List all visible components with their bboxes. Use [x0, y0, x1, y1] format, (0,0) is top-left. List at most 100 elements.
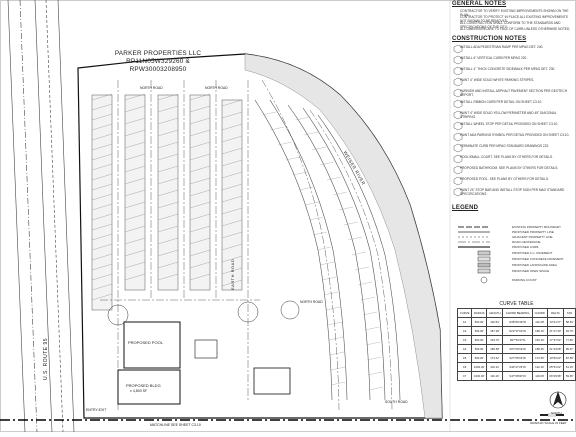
- construction-note: INSTALL ADA PEDESTRIAN RAMP PER MPAG DET…: [460, 45, 544, 49]
- curve-cell: 116.54': [486, 317, 504, 327]
- curve-cell: C3: [456, 335, 473, 345]
- river-landscape-area: [244, 53, 443, 419]
- curve-cell: 06°49'38": [546, 371, 565, 381]
- construction-note: FURNISH AND INSTALL ASPHALT PAVEMENT SEC…: [460, 89, 568, 97]
- road-tag: NORTH ROAD: [205, 86, 228, 90]
- highway-corridor: [7, 0, 75, 433]
- curve-cell: C5: [456, 353, 473, 363]
- curve-cell: 186.19': [531, 326, 548, 336]
- road-tag: NORTH ROAD: [300, 300, 323, 304]
- general-note: CONTRACTOR TO VERIFY EXISTING IMPROVEMEN…: [460, 9, 569, 17]
- road-centerlines: [100, 79, 393, 411]
- earth-road-label: EARTH ROAD: [230, 258, 235, 290]
- legend-item: PROPOSED A.C. PAVEMENT: [512, 251, 553, 255]
- curve-cell: 500.00': [471, 344, 488, 354]
- curve-cell: 500.00': [471, 335, 488, 345]
- highway-label: U.S. ROUTE 95: [43, 337, 49, 380]
- north-label: NORTH: [551, 411, 562, 415]
- curve-cell: 119.09': [531, 371, 548, 381]
- bathroom-building: [194, 339, 218, 359]
- curve-cell: 77.50': [563, 335, 576, 345]
- curve-header-cell: TAN: [563, 308, 576, 318]
- curve-cell: 500.00': [471, 326, 488, 336]
- curve-table-header-row: CURVE RADIUS LENGTH CHORD BEARING CHORD …: [456, 308, 576, 318]
- road-tag: SOUTH ROAD: [385, 400, 408, 404]
- parking-area: [91, 94, 243, 311]
- curve-cell: 153.79': [486, 335, 504, 345]
- construction-note: INSTALL WHEEL STOP PER DETAIL PROVIDED O…: [460, 122, 559, 126]
- curve-table-title: CURVE TABLE: [499, 301, 534, 307]
- turnarounds: [107, 300, 300, 326]
- curve-cell: 05°51'22": [546, 362, 565, 372]
- curve-cell: 51.15': [563, 362, 576, 372]
- construction-note: PROPOSED BATHROOM. SEE PLANS BY OTHERS F…: [460, 166, 559, 170]
- curve-cell: 102.16': [531, 362, 548, 372]
- curved-parking-rows: [254, 99, 401, 401]
- curve-cell: C7: [456, 371, 473, 381]
- construction-note: POOL/SMALL COURT. SEE PLANS BY OTHERS FO…: [460, 155, 554, 159]
- curve-table: CURVE RADIUS LENGTH CHORD BEARING CHORD …: [456, 308, 576, 381]
- curve-cell: 188.45': [531, 344, 548, 354]
- owner-label: PARKER PROPERTIES LLC RP11N05W329260 & R…: [98, 50, 218, 74]
- curve-cell: S40°47'23"W: [502, 362, 533, 372]
- legend-item: EXISTING PROPERTY BOUNDARY: [512, 225, 562, 229]
- general-note: ALL DIMENSIONS ARE TO FACE OF CURB UNLES…: [460, 27, 571, 31]
- curve-cell: 21°27'40": [546, 326, 565, 336]
- curve-cell: 153.19': [531, 335, 548, 345]
- building-label: PROPOSED BLDG: [126, 383, 161, 388]
- proposed-building: [117, 369, 181, 405]
- proposed-pool-area: [123, 321, 181, 369]
- curve-cell: 1000.00': [471, 371, 488, 381]
- curve-cell: 19°52'23": [546, 353, 565, 363]
- general-note: CONTRACTOR TO PROTECT IN PLACE ALL EXIST…: [460, 15, 568, 23]
- construction-note: PAINT 4" WIDE SOLID YELLOW PERIMETER AND…: [460, 111, 557, 119]
- curve-cell: C4: [456, 344, 473, 354]
- curve-header-cell: CURVE: [456, 308, 473, 318]
- construction-note: PAINT ADA PARKING SYMBOL PER DETAIL PROV…: [460, 133, 570, 137]
- curve-cell: 95.97': [563, 344, 576, 354]
- legend-item: PROPOSED PROPERTY LINE: [512, 230, 554, 234]
- curve-header-cell: DELTA: [546, 308, 565, 318]
- construction-note: PROPOSED POOL. SEE PLANS BY OTHERS FOR D…: [460, 177, 549, 181]
- curve-cell: 94.75': [563, 326, 576, 336]
- pool-label: PROPOSED POOL: [128, 340, 163, 345]
- legend-item: PROPOSED OPEN SPACE: [512, 269, 550, 273]
- curve-cell: C1: [456, 317, 473, 327]
- curve-cell: N38°50'46"W: [502, 317, 533, 327]
- construction-note: INSTALL RIBBON CURB PER DETAIL ON SHEET …: [460, 100, 543, 104]
- curve-cell: S07°09'19"W: [502, 344, 533, 354]
- legend-item: PROPOSED LANDSCAPE AREA: [512, 263, 557, 267]
- owner-name: PARKER PROPERTIES LLC: [114, 50, 202, 57]
- curve-cell: 119.16': [486, 371, 504, 381]
- construction-note: PAINT 4" WIDE SOLID WHITE PARKING STRIPE…: [460, 78, 535, 82]
- curve-header-cell: LENGTH: [486, 308, 504, 318]
- curve-cell: 189.58': [486, 344, 504, 354]
- curve-cell: 173.42': [486, 353, 504, 363]
- curve-cell: 116.28': [531, 317, 548, 327]
- curve-cell: 187.28': [486, 326, 504, 336]
- curve-cell: C6: [456, 362, 473, 372]
- construction-note: INSTALL 6" VERTICAL CURB PER MPAG 220.: [460, 56, 528, 60]
- curve-cell: S07°52'27"E: [502, 335, 533, 345]
- curve-cell: C2: [456, 326, 473, 336]
- match-line-label: MATCHLINE SEE SHEET C3.10: [150, 423, 201, 427]
- building-area: ± 4,800 SF: [130, 389, 148, 393]
- curve-cell: 59.65': [563, 371, 576, 381]
- curve-cell: 21°43'28": [546, 344, 565, 354]
- owner-rp: RP11N05W329260 &: [126, 58, 190, 65]
- curve-cell: 1000.00': [471, 362, 488, 372]
- curve-cell: 500.00': [471, 317, 488, 327]
- construction-notes-heading: CONSTRUCTION NOTES: [452, 36, 527, 42]
- curve-cell: 172.55': [531, 353, 548, 363]
- entry-exit-label: ENTRY-EXIT: [86, 408, 107, 412]
- scale-label: GRAPHIC SCALE IN FEET: [530, 421, 567, 425]
- legend-item: PROPOSED CONCRETE PAVEMENT: [512, 257, 564, 261]
